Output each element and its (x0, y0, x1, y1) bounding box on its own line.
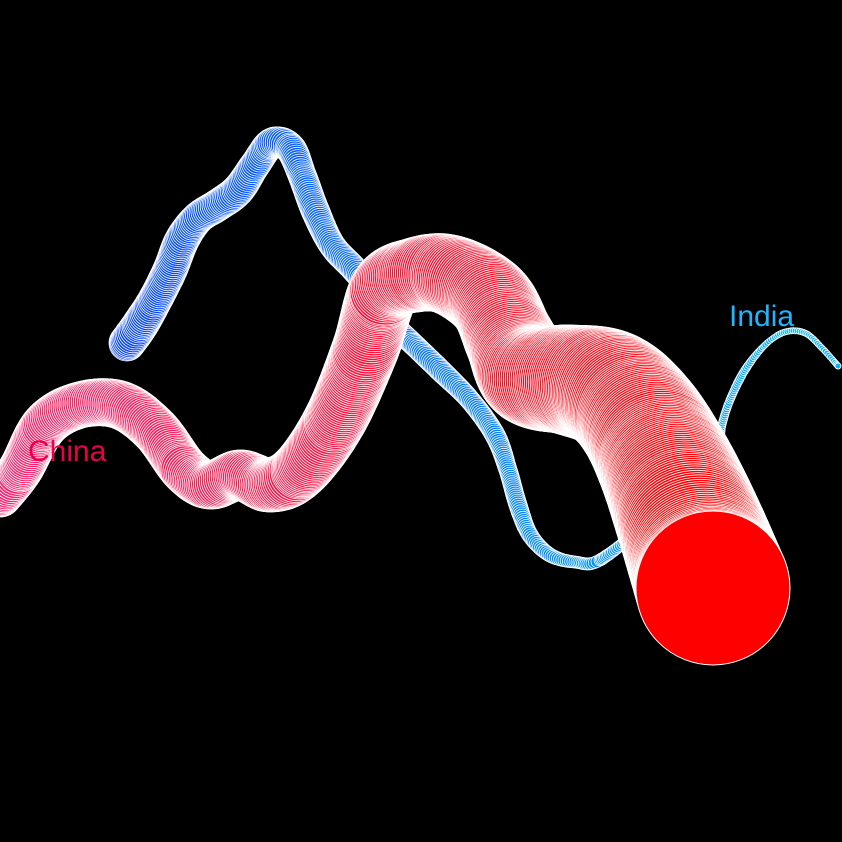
bubble-china-509 (635, 510, 791, 666)
series-china (0, 233, 791, 666)
series-label-india: India (729, 300, 794, 333)
bubble-india-553 (834, 362, 842, 370)
series-layer (0, 126, 842, 666)
series-label-china: China (28, 435, 107, 468)
